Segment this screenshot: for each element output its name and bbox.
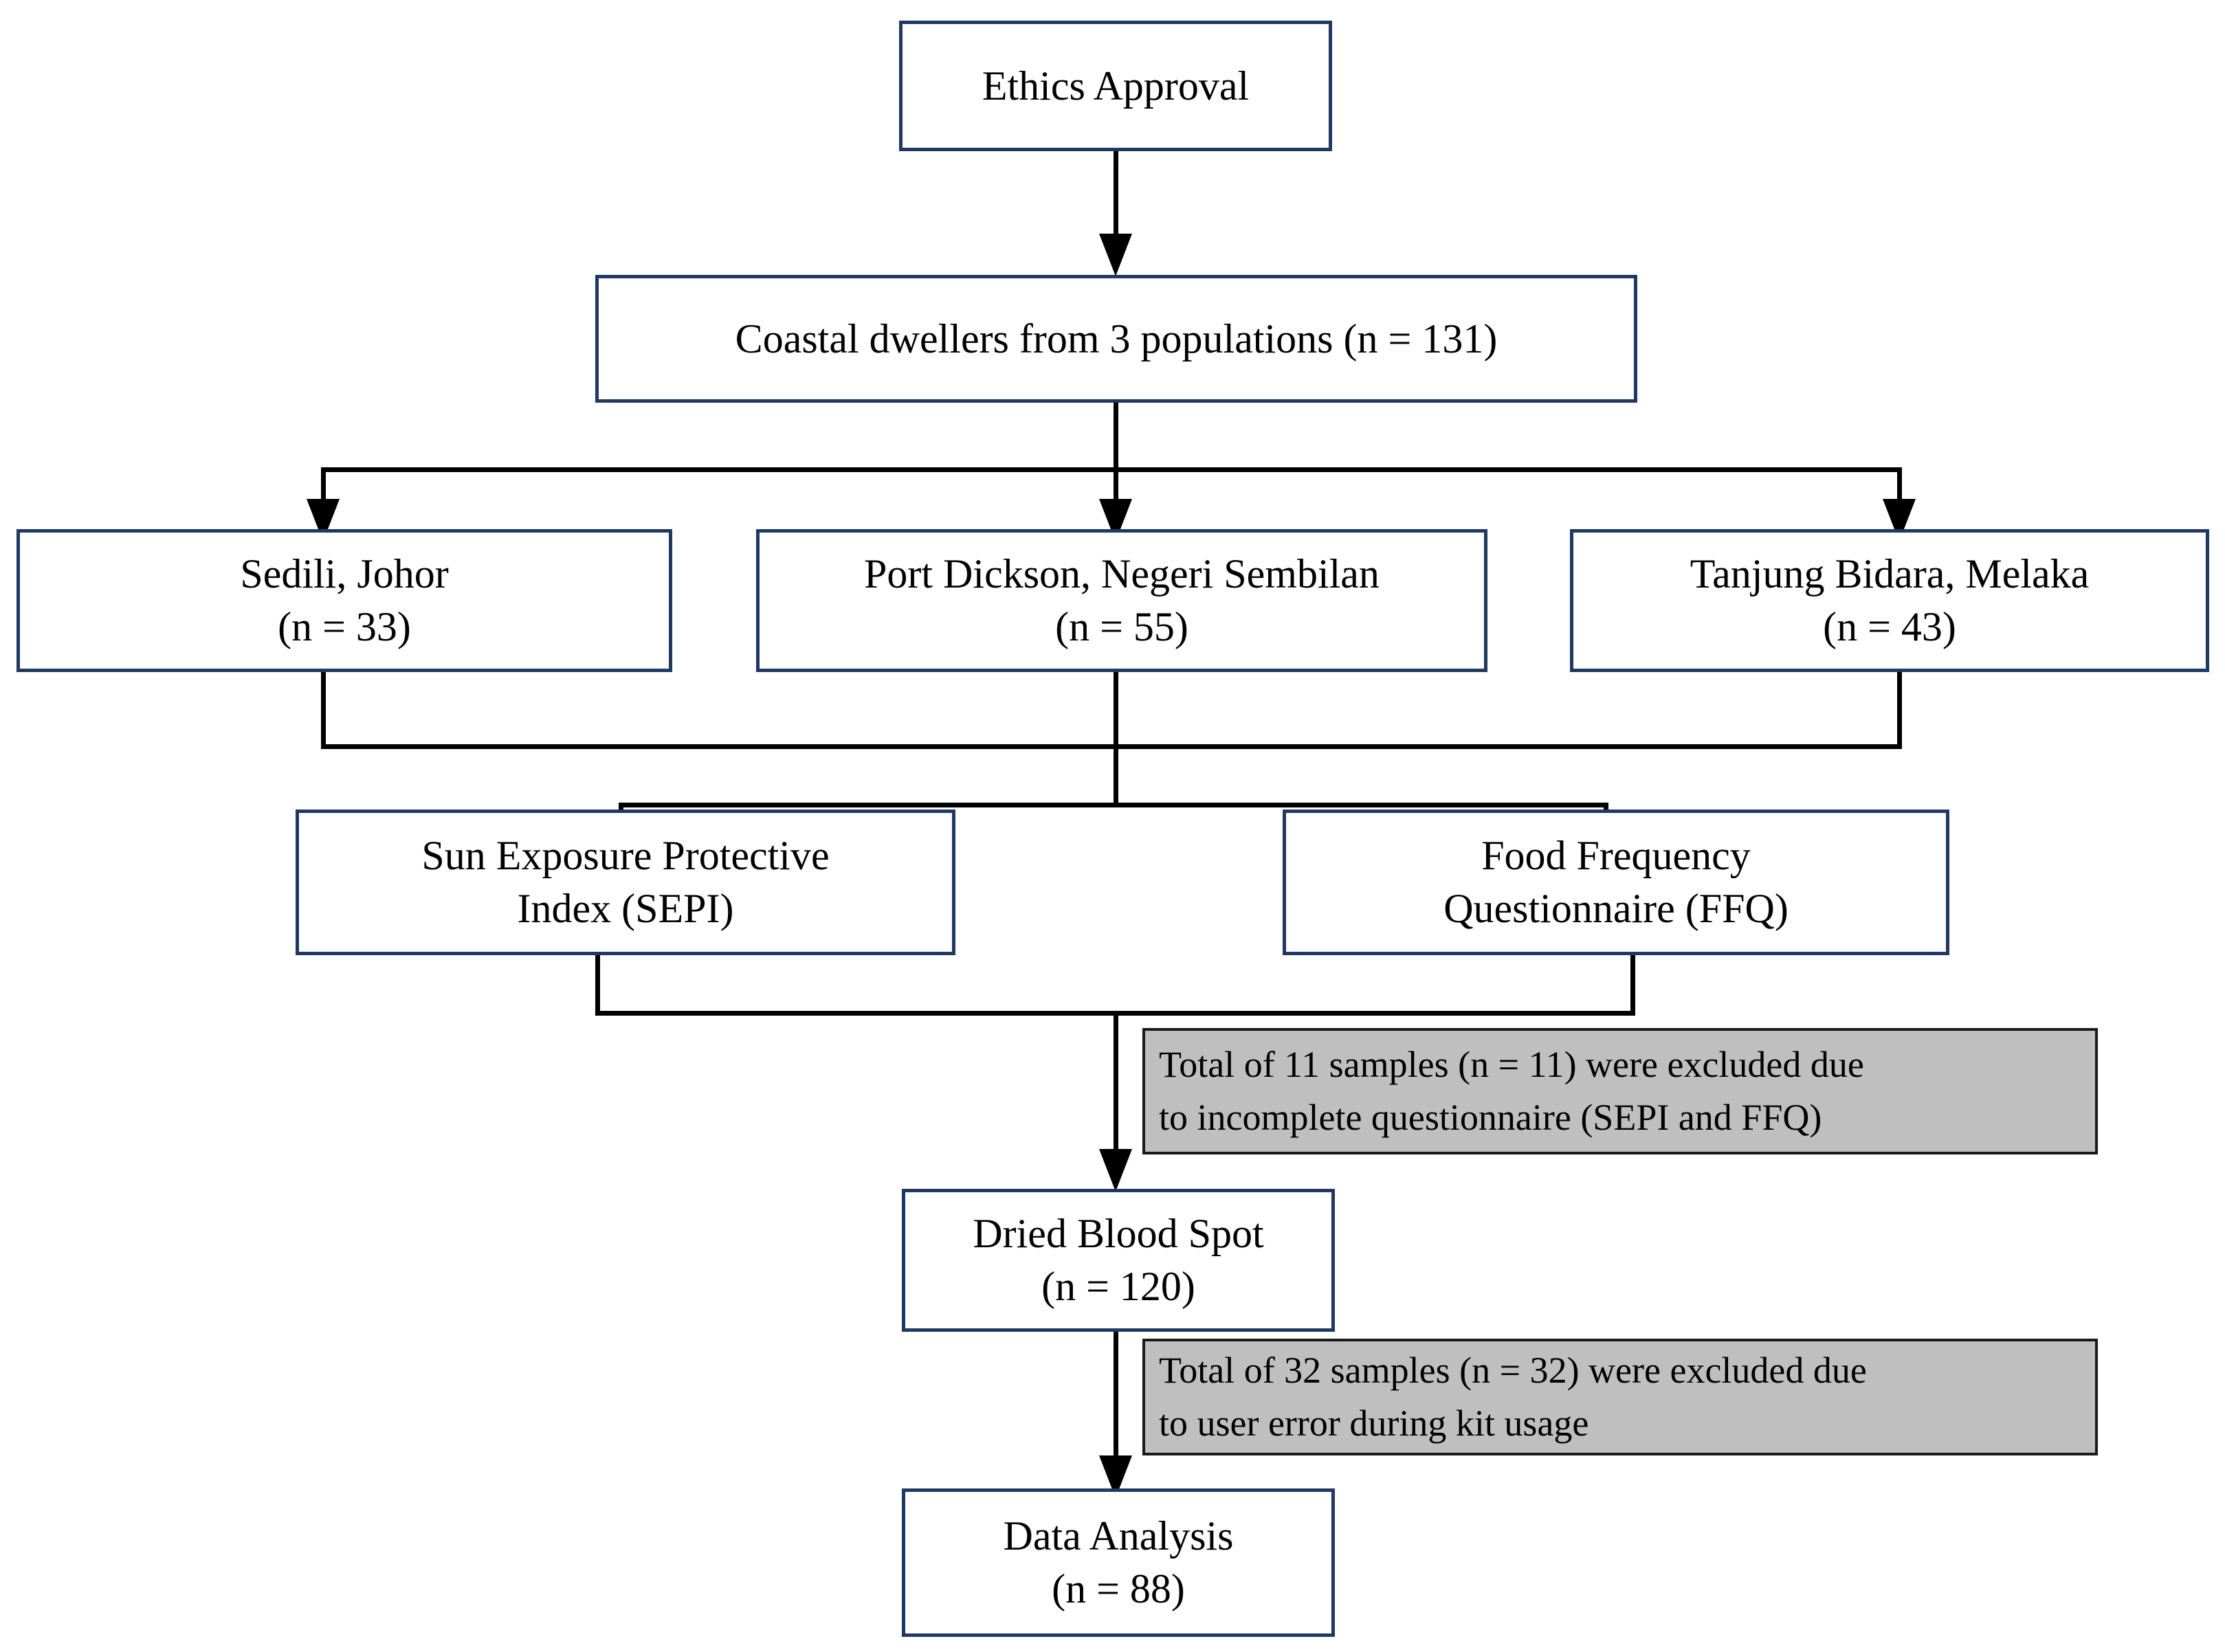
food-frequency-questionnaire-box[interactable]: Food Frequency Questionnaire (FFQ) <box>1283 810 1949 955</box>
exclusion-note-kit-usage: Total of 32 samples (n = 32) were exclud… <box>1142 1339 2098 1455</box>
connector-ffq-to-merge <box>1630 955 1635 1016</box>
connector-merge-to-instrument-split <box>1114 744 1118 807</box>
site-sedili-johor-box[interactable]: Sedili, Johor (n = 33) <box>16 529 672 672</box>
connector-sepi-to-merge <box>595 955 600 1016</box>
connector-split-to-sedili <box>321 467 326 513</box>
connector-ethics-to-coastal <box>1114 151 1118 249</box>
dried-blood-spot-text: Dried Blood Spot (n = 120) <box>973 1211 1264 1309</box>
data-analysis-text: Data Analysis (n = 88) <box>1003 1513 1234 1611</box>
ethics-approval-box[interactable]: Ethics Approval <box>899 21 1332 151</box>
sun-exposure-protective-index-box[interactable]: Sun Exposure Protective Index (SEPI) <box>296 810 955 955</box>
site-tanjung-bidara-box[interactable]: Tanjung Bidara, Melaka (n = 43) <box>1570 529 2209 672</box>
ffq-text: Food Frequency Questionnaire (FFQ) <box>1443 833 1789 931</box>
connector-port-dickson-to-merge <box>1114 672 1118 749</box>
arrowhead-merge-to-dried-blood-spot <box>1099 1149 1132 1192</box>
ethics-approval-text: Ethics Approval <box>982 63 1250 109</box>
site-port-dickson-text: Port Dickson, Negeri Sembilan (n = 55) <box>864 551 1380 649</box>
dried-blood-spot-box[interactable]: Dried Blood Spot (n = 120) <box>902 1189 1335 1332</box>
merge-bar-three-sites <box>321 744 1902 749</box>
coastal-dwellers-box[interactable]: Coastal dwellers from 3 populations (n =… <box>595 275 1637 403</box>
connector-dbs-to-data-analysis <box>1114 1332 1118 1473</box>
site-port-dickson-box[interactable]: Port Dickson, Negeri Sembilan (n = 55) <box>756 529 1487 672</box>
site-sedili-johor-text: Sedili, Johor (n = 33) <box>240 551 449 649</box>
data-analysis-box[interactable]: Data Analysis (n = 88) <box>902 1488 1335 1637</box>
connector-coastal-to-split <box>1114 403 1118 471</box>
connector-split-to-port-dickson <box>1114 467 1118 513</box>
exclusion-note-questionnaire: Total of 11 samples (n = 11) were exclud… <box>1142 1028 2098 1154</box>
split-bar-instruments <box>619 803 1608 807</box>
connector-merge-to-dried-blood-spot <box>1114 1011 1118 1163</box>
connector-sedili-to-merge <box>321 672 326 749</box>
connector-split-to-tanjung-bidara <box>1897 467 1902 513</box>
sepi-text: Sun Exposure Protective Index (SEPI) <box>421 833 830 931</box>
connector-tanjung-bidara-to-merge <box>1897 672 1902 749</box>
split-bar-three-sites <box>321 467 1902 472</box>
coastal-dwellers-text: Coastal dwellers from 3 populations (n =… <box>735 315 1498 361</box>
site-tanjung-bidara-text: Tanjung Bidara, Melaka (n = 43) <box>1690 551 2090 649</box>
arrowhead-ethics-to-coastal <box>1099 234 1132 276</box>
